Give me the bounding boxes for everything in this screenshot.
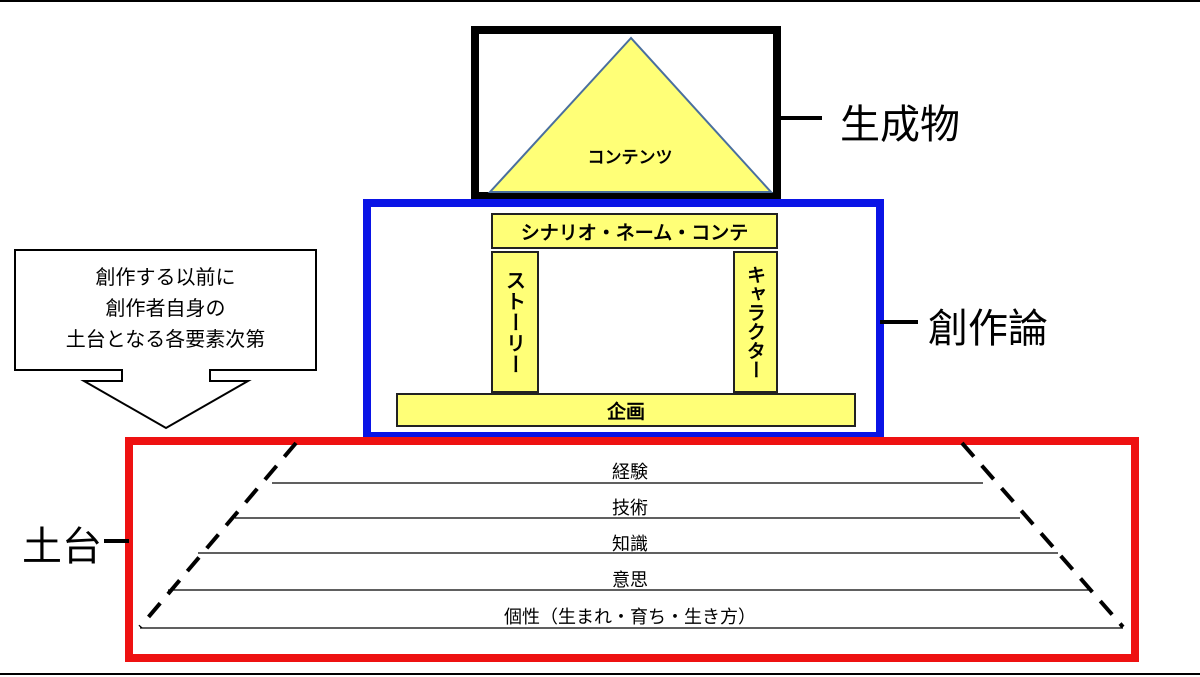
- planning-base: 企画: [396, 393, 856, 427]
- right-dashed-slope: [960, 441, 1125, 629]
- foundation-label: 土台: [22, 524, 102, 570]
- bottom-frame: [125, 437, 1139, 662]
- top-rule: [0, 0, 1200, 2]
- callout-line-1: 創作する以前に: [95, 265, 236, 289]
- character-pillar: キャラクター: [733, 251, 778, 393]
- story-pillar: ストーリー: [491, 251, 539, 393]
- callout-text: 創作する以前に 創作者自身の 土台となる各要素次第: [15, 262, 316, 355]
- layer-skill: 技術: [612, 498, 648, 519]
- middle-frame: [363, 199, 884, 440]
- callout-shape: [14, 249, 317, 430]
- content-label: コンテンツ: [587, 147, 673, 168]
- layer-individuality: 個性（生まれ・育ち・生き方）: [504, 607, 756, 628]
- layer-knowledge: 知識: [612, 534, 648, 555]
- layer-will: 意思: [612, 570, 648, 591]
- bottom-rule: [0, 673, 1200, 675]
- left-dashed-slope: [138, 441, 298, 629]
- output-label: 生成物: [840, 102, 960, 148]
- layer-experience: 経験: [612, 462, 648, 483]
- callout-line-2: 創作者自身の: [105, 296, 226, 320]
- creation-theory-label: 創作論: [928, 306, 1048, 352]
- scenario-beam: シナリオ・ネーム・コンテ: [491, 213, 778, 249]
- content-triangle: [487, 36, 774, 193]
- callout-line-3: 土台となる各要素次第: [65, 327, 266, 351]
